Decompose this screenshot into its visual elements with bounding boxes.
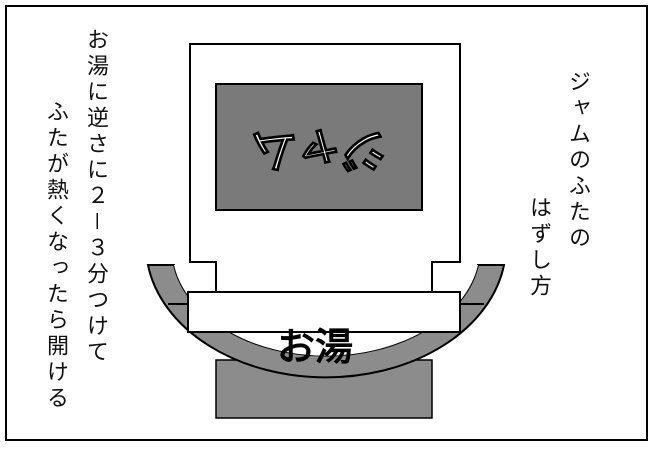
jar-label xyxy=(215,83,423,211)
jar-lid xyxy=(187,291,461,333)
title-line-1: ジャムのふたの xyxy=(565,70,590,252)
instruction-line-1: お湯に逆さに２－３分つけて xyxy=(83,28,108,367)
jar-label-text: ジャム xyxy=(251,124,387,178)
instruction-line-2: ふたが熱くなったら開ける xyxy=(43,100,68,412)
hot-water-label: お湯 xyxy=(277,325,353,369)
title-line-2: はずし方 xyxy=(526,196,551,300)
